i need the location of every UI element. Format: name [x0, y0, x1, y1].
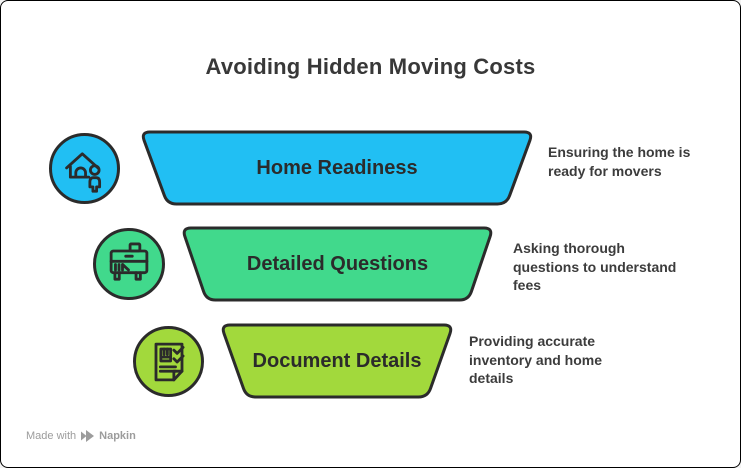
step2-description: Asking thorough questions to understand …	[513, 240, 677, 293]
watermark-brand: Napkin	[99, 430, 136, 442]
diagram-title: Avoiding Hidden Moving Costs	[205, 54, 536, 79]
napkin-watermark-link[interactable]: Made with Napkin	[26, 430, 136, 442]
step1-icon-badge	[49, 133, 120, 204]
house-person-icon	[64, 151, 101, 193]
watermark-prefix: Made with	[26, 430, 77, 442]
step2-funnel-shape	[182, 226, 493, 302]
step3-icon-badge	[133, 326, 204, 397]
napkin-logo-icon	[81, 430, 95, 442]
step3-description: Providing accurate inventory and home de…	[469, 333, 603, 386]
document-checklist-icon	[154, 342, 184, 381]
step2-icon-badge	[93, 228, 165, 300]
step1-description: Ensuring the home is ready for movers	[548, 144, 691, 179]
step3-funnel-shape	[221, 323, 453, 399]
furniture-dresser-icon	[109, 242, 149, 281]
step1-funnel-shape	[141, 130, 533, 206]
